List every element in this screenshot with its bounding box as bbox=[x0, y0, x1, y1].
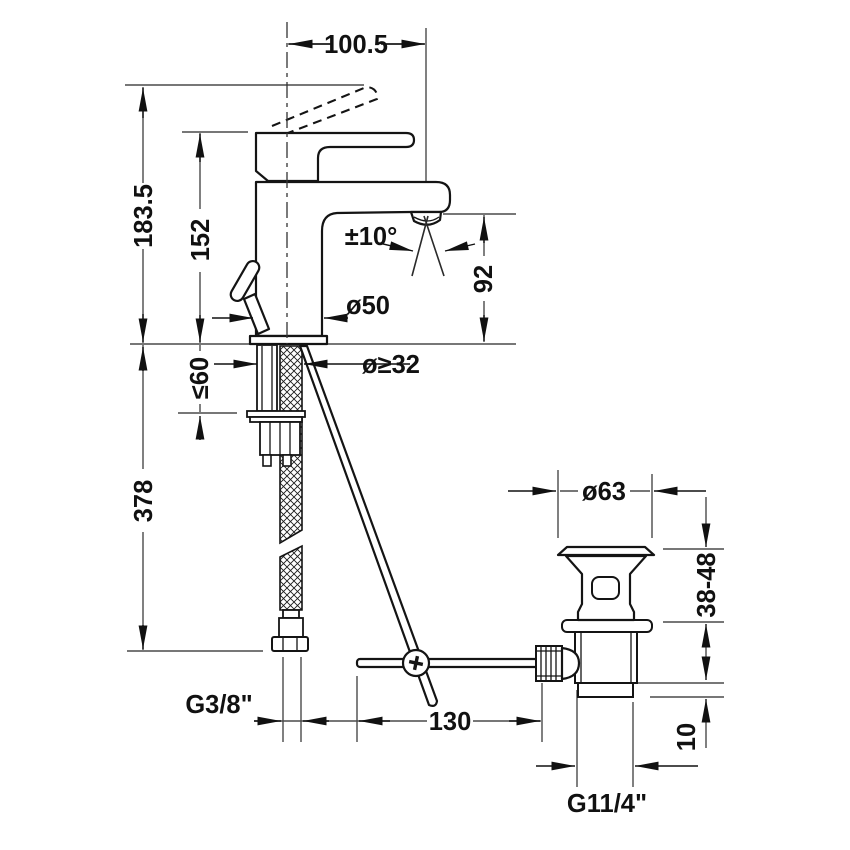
swivel-line-left bbox=[411, 215, 429, 277]
reference-lines bbox=[125, 28, 724, 787]
dimension-labels: 100.5 183.5 152 ±10° 92 ø50 ø≥32 ≤60 378… bbox=[130, 31, 721, 818]
dim-waste-flange-diameter: ø63 bbox=[582, 478, 626, 506]
dim-base-diameter: ø50 bbox=[346, 292, 390, 320]
waste-rim bbox=[556, 545, 656, 557]
lever-handle-raised bbox=[271, 86, 379, 134]
dim-rod-to-waste: 130 bbox=[429, 708, 472, 736]
pop-up-knob bbox=[229, 259, 261, 303]
dim-lever-height: 152 bbox=[187, 219, 215, 262]
threaded-shank bbox=[256, 344, 278, 412]
dim-spout-reach: 100.5 bbox=[324, 31, 388, 59]
dim-spout-swivel: ±10° bbox=[345, 223, 398, 251]
dim-max-counter-thickness: ≤60 bbox=[186, 357, 214, 399]
drain-waste-assembly bbox=[535, 545, 656, 698]
dim-waste-thread: G11/4" bbox=[567, 790, 647, 818]
base-plate bbox=[248, 334, 329, 346]
dim-overall-height: 183.5 bbox=[130, 184, 158, 248]
dimension-arrows bbox=[138, 39, 711, 771]
dim-hose-length: 378 bbox=[130, 480, 158, 523]
faucet-body-outline bbox=[254, 180, 452, 338]
pop-up-rod-horizontal bbox=[355, 657, 545, 669]
dim-tailpiece-stub: 10 bbox=[673, 723, 701, 751]
waste-tailpipe bbox=[577, 682, 634, 698]
dim-supply-connection: G3/8" bbox=[185, 691, 252, 719]
aerator bbox=[409, 210, 443, 226]
dim-waste-clamp-range: 38-48 bbox=[693, 552, 721, 617]
dim-min-hole-diameter: ø≥32 bbox=[362, 351, 420, 379]
supply-hose bbox=[279, 345, 303, 611]
rod-clamp bbox=[401, 648, 431, 678]
supply-hose-nut bbox=[271, 609, 309, 652]
overflow-window bbox=[591, 576, 620, 600]
swivel-line-right bbox=[423, 215, 445, 277]
mounting-nut bbox=[246, 410, 306, 467]
lever-handle bbox=[254, 131, 416, 183]
dim-spout-height: 92 bbox=[470, 265, 498, 293]
pop-up-rod-diagonal bbox=[298, 344, 439, 707]
basin-mixer bbox=[229, 22, 656, 707]
pop-up-knob-shaft bbox=[242, 292, 271, 336]
waste-flange bbox=[561, 619, 653, 633]
waste-knurled-knob bbox=[535, 645, 563, 682]
